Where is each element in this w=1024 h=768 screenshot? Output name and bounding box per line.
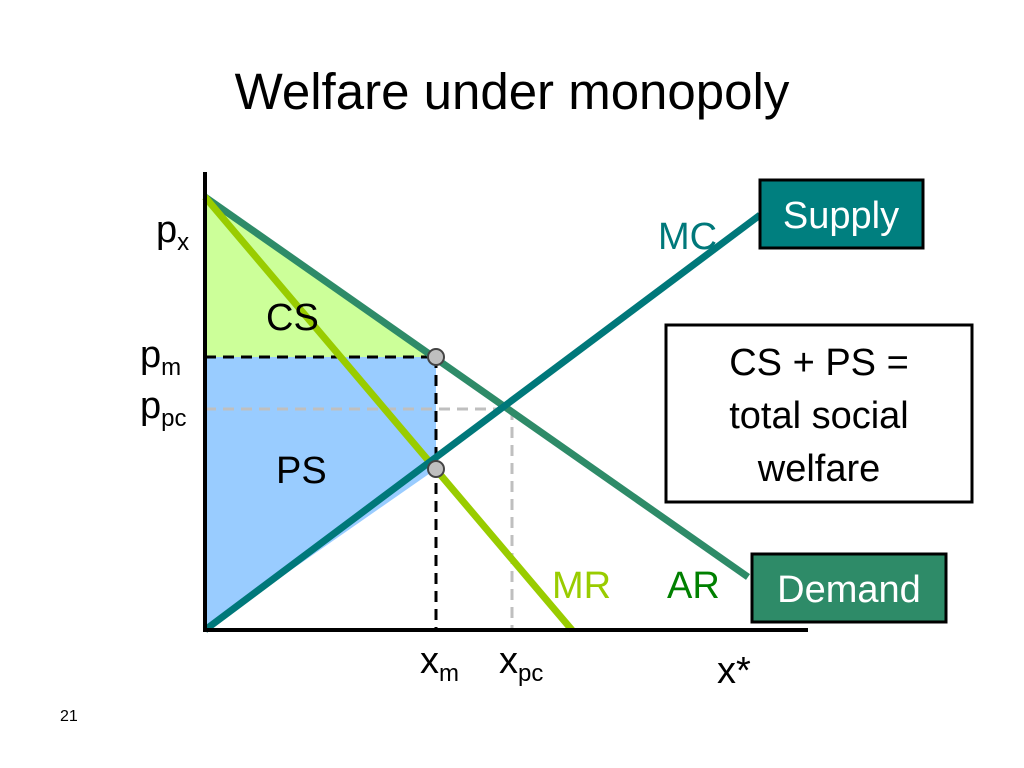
producer-surplus-area — [205, 357, 436, 630]
welfare-line-2: total social — [729, 395, 909, 437]
label-ps: PS — [276, 450, 327, 492]
demand-box — [750, 552, 948, 624]
label-pm: pm — [140, 334, 181, 381]
demand-curve — [202, 194, 751, 580]
label-xpc: xpc — [499, 640, 543, 687]
slide-number: 21 — [60, 708, 78, 725]
label-mc: MC — [658, 216, 717, 258]
marginal-revenue-curve — [202, 194, 575, 633]
slide-title: Welfare under monopoly — [234, 63, 790, 120]
welfare-line-1: CS + PS = — [729, 342, 909, 384]
label-ppc: ppc — [140, 385, 187, 432]
demand-box-label: Demand — [777, 569, 921, 611]
label-mr: MR — [552, 565, 611, 607]
supply-box — [758, 178, 925, 250]
label-xstar: x* — [717, 650, 751, 692]
welfare-box — [664, 323, 974, 504]
mr-mc-intersection-point — [427, 460, 445, 478]
supply-box-label: Supply — [783, 195, 899, 237]
label-cs: CS — [266, 297, 319, 339]
label-xm: xm — [420, 640, 459, 687]
label-px: px — [156, 209, 189, 256]
monopoly-price-point — [427, 348, 445, 366]
welfare-line-3: welfare — [757, 448, 881, 490]
label-ar: AR — [667, 565, 720, 607]
supply-curve — [202, 212, 763, 633]
